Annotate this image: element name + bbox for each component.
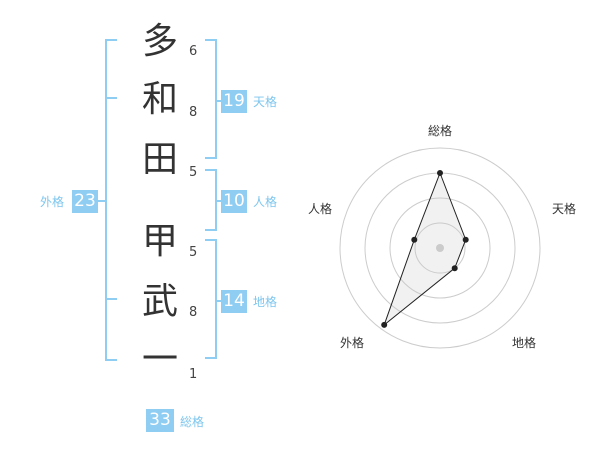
radar-point-3 [451,265,458,272]
radar-ring-2 [389,197,491,299]
radar-ring-4 [339,147,541,349]
soukaku-badge: 33 [146,409,174,432]
radar-center-dot [436,244,444,252]
stroke-count-3: 5 [189,165,198,180]
name-char-5: 武 [141,281,178,322]
name-char-6: 一 [141,339,178,380]
radar-label-jinkaku: 人格 [308,202,333,216]
soukaku-label: 総格 [180,415,205,429]
radar-polygon [383,171,467,327]
jinkaku-label: 人格 [253,195,278,209]
radar-label-gaikaku: 外格 [340,336,365,350]
chikaku-label: 地格 [253,295,278,309]
radar-label-soukaku: 総格 [428,124,453,138]
tenkaku-badge: 19 [221,90,247,113]
gaikaku-label: 外格 [40,195,65,209]
chikaku-badge: 14 [221,290,247,313]
stroke-count-5: 8 [189,305,198,320]
jinkaku-badge: 10 [221,190,247,213]
gaikaku-badge: 23 [72,190,98,213]
stroke-count-2: 8 [189,105,198,120]
name-char-3: 田 [141,139,178,180]
radar-label-tenkaku: 天格 [552,202,577,216]
name-char-4: 甲 [141,221,178,262]
radar-point-4 [381,321,388,328]
name-char-1: 多 [141,21,178,62]
radar-label-chikaku: 地格 [512,336,537,350]
name-char-2: 和 [141,79,178,120]
radar-ring-1 [414,222,466,274]
tenkaku-label: 天格 [253,95,278,109]
radar-point-5 [411,236,418,243]
stroke-count-4: 5 [189,245,198,260]
radar-point-1 [437,170,443,176]
radar-point-2 [462,236,469,243]
stroke-count-1: 6 [189,44,198,59]
stroke-count-6: 1 [189,367,198,382]
